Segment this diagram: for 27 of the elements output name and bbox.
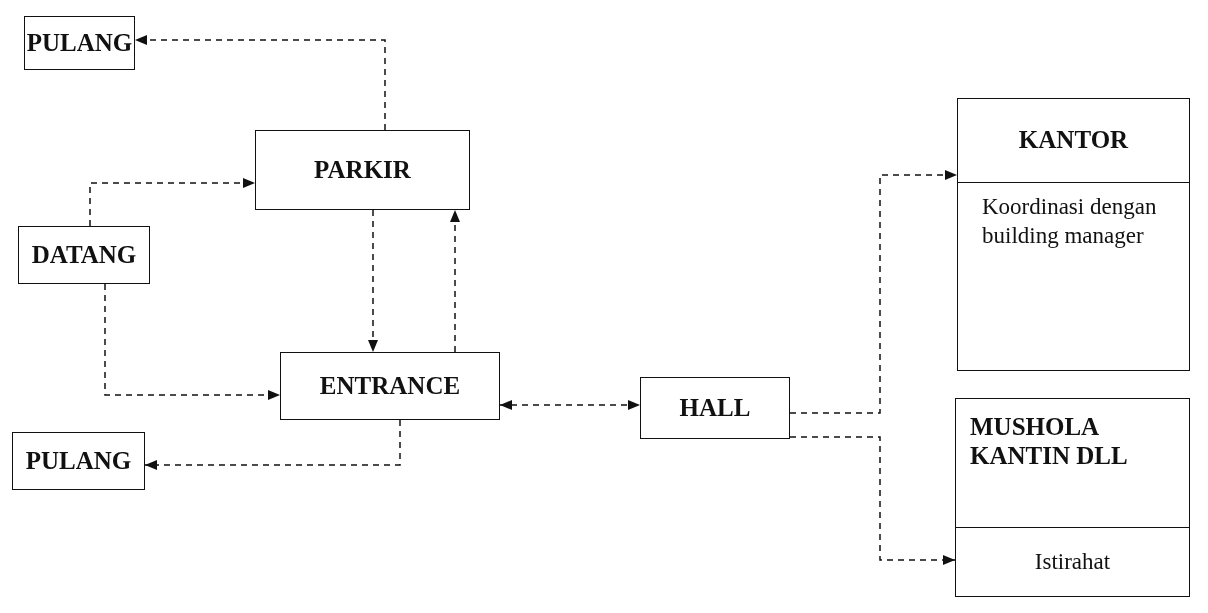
arrow xyxy=(89,178,256,227)
arrow xyxy=(789,436,956,565)
node-title: HALL xyxy=(679,393,751,423)
process-box xyxy=(255,130,470,210)
process-box xyxy=(957,98,1190,371)
node-title: PULANG xyxy=(25,446,132,476)
node-text: Istirahat xyxy=(1034,547,1111,576)
process-box xyxy=(640,377,790,439)
node-title: MUSHOLA KANTIN DLL xyxy=(970,413,1129,471)
node-title: PULANG xyxy=(26,28,133,58)
arrow xyxy=(144,419,401,470)
node-title: DATANG xyxy=(31,240,137,270)
process-box xyxy=(18,226,150,284)
node-title: KANTOR xyxy=(1018,126,1129,155)
arrow xyxy=(450,209,460,353)
process-box xyxy=(12,432,145,490)
arrow xyxy=(789,170,958,414)
node-text: Koordinasi dengan building manager xyxy=(982,193,1158,250)
arrow xyxy=(134,35,386,131)
process-box xyxy=(24,16,135,70)
process-box xyxy=(955,398,1190,597)
node-title: ENTRANCE xyxy=(319,371,461,401)
arrow xyxy=(499,400,641,410)
arrow xyxy=(104,283,281,400)
arrow xyxy=(368,209,378,353)
node-title: PARKIR xyxy=(314,155,411,185)
process-box xyxy=(280,352,500,420)
